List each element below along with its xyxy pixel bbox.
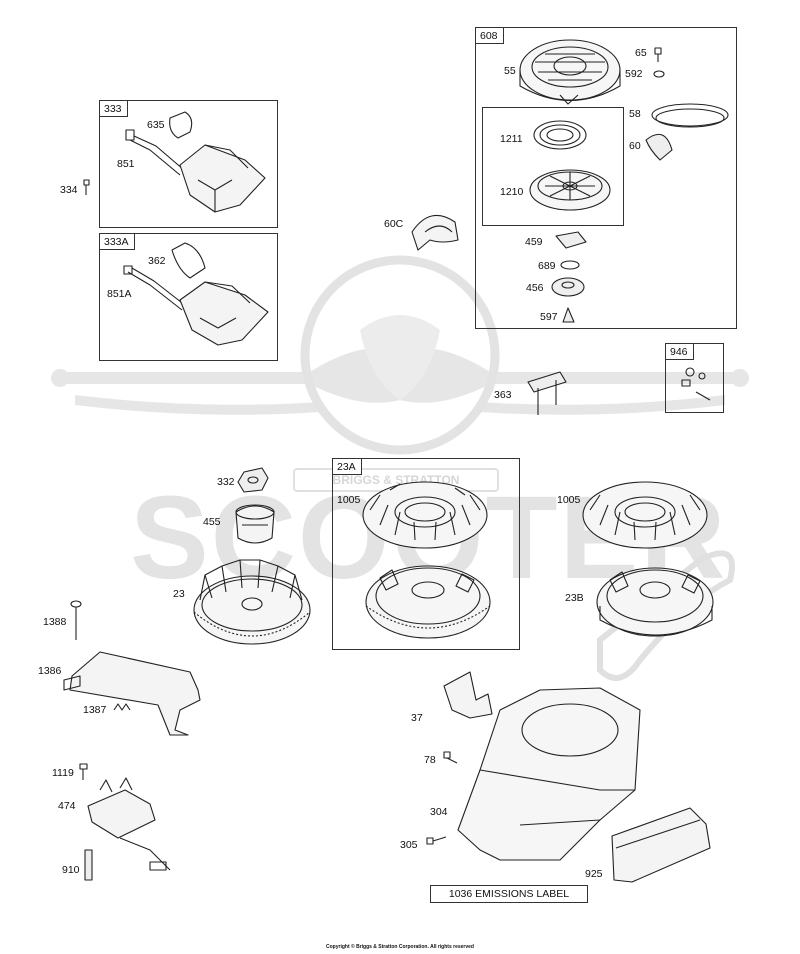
callout-1211: 1211 — [500, 133, 523, 145]
callout-65: 65 — [635, 47, 647, 59]
spring-1211-part — [533, 120, 587, 150]
callout-60: 60 — [629, 140, 641, 152]
fan-1005b-part — [582, 481, 708, 549]
screw-1388-part — [70, 600, 82, 640]
baffle-37-part — [443, 671, 493, 719]
callout-362: 362 — [148, 255, 166, 267]
washer-592-part — [653, 70, 665, 78]
screw-1119-part — [79, 763, 88, 780]
callout-851: 851 — [117, 158, 135, 170]
hardware-946-part — [681, 367, 711, 401]
fan-1005-part — [362, 481, 488, 549]
callout-1210: 1210 — [500, 186, 524, 198]
callout-37: 37 — [411, 712, 423, 724]
screw-65-part — [654, 47, 662, 62]
kit-box-946: 946 — [665, 343, 724, 413]
rope-58-part — [651, 103, 729, 128]
callout-689: 689 — [538, 260, 556, 272]
callout-58: 58 — [629, 108, 641, 120]
nut-332-part — [237, 467, 269, 493]
pulley-1210-part — [529, 169, 611, 211]
callout-635: 635 — [147, 119, 165, 131]
callout-910: 910 — [62, 864, 80, 876]
kit-box-608: 608 — [475, 27, 737, 329]
screw-78-part — [443, 751, 458, 764]
cup-455-part — [235, 504, 275, 544]
armature-333a-part — [123, 242, 269, 346]
screw-597-part — [562, 307, 575, 323]
callout-60c: 60C — [384, 218, 404, 230]
copyright-notice: Copyright © Briggs & Stratton Corporatio… — [326, 944, 474, 950]
kit-box-23a: 23A — [332, 458, 520, 650]
callout-474: 474 — [58, 800, 76, 812]
callout-363: 363 — [494, 389, 512, 401]
callout-23: 23 — [173, 588, 185, 600]
emissions-label-callout: 1036 EMISSIONS LABEL — [430, 885, 588, 903]
bracket-1386-part — [63, 651, 201, 736]
kit-box-tag: 333A — [99, 233, 135, 250]
spring-1387-part — [113, 703, 131, 711]
flywheel-23-part — [193, 559, 311, 645]
kit-box-1211-1210 — [482, 107, 624, 226]
spring-689-part — [560, 260, 580, 270]
callout-332: 332 — [217, 476, 235, 488]
callout-592: 592 — [625, 68, 643, 80]
callout-1388: 1388 — [43, 616, 67, 628]
callout-597: 597 — [540, 311, 558, 323]
flywheel-23b-part — [596, 567, 714, 637]
callout-851a: 851A — [107, 288, 132, 300]
retainer-456-part — [551, 277, 585, 297]
callout-1119: 1119 — [52, 767, 74, 779]
callout-1386: 1386 — [38, 665, 62, 677]
pawl-459-part — [555, 231, 587, 249]
standoff-910-part — [84, 849, 93, 881]
callout-78: 78 — [424, 754, 436, 766]
callout-1387: 1387 — [83, 704, 107, 716]
callout-455: 455 — [203, 516, 221, 528]
handle-60-part — [645, 133, 673, 161]
callout-456: 456 — [526, 282, 544, 294]
callout-55: 55 — [504, 65, 516, 77]
kit-box-tag: 23A — [332, 458, 362, 475]
kit-box-tag: 608 — [475, 27, 504, 44]
bracket-363-part — [527, 371, 567, 415]
handle-60c-part — [411, 214, 459, 251]
kit-box-333a: 333A — [99, 233, 278, 361]
armature-333-part — [125, 111, 266, 213]
screw-305-part — [426, 836, 447, 845]
cover-925-part — [611, 807, 711, 883]
callout-334: 334 — [60, 184, 78, 196]
callout-1005b: 1005 — [557, 494, 581, 506]
kit-box-333: 333 — [99, 100, 278, 228]
callout-1005: 1005 — [337, 494, 361, 506]
callout-925: 925 — [585, 868, 603, 880]
flywheel-23a-part — [365, 565, 491, 639]
callout-23b: 23B — [565, 592, 584, 604]
kit-box-tag: 333 — [99, 100, 128, 117]
kit-box-tag: 946 — [665, 343, 694, 360]
switch-474-part — [87, 777, 171, 871]
callout-459: 459 — [525, 236, 543, 248]
blower-housing-304-part — [457, 687, 641, 861]
callout-304: 304 — [430, 806, 448, 818]
callout-305: 305 — [400, 839, 418, 851]
screw-334-part — [83, 179, 90, 195]
rewind-housing-55-part — [519, 39, 621, 105]
